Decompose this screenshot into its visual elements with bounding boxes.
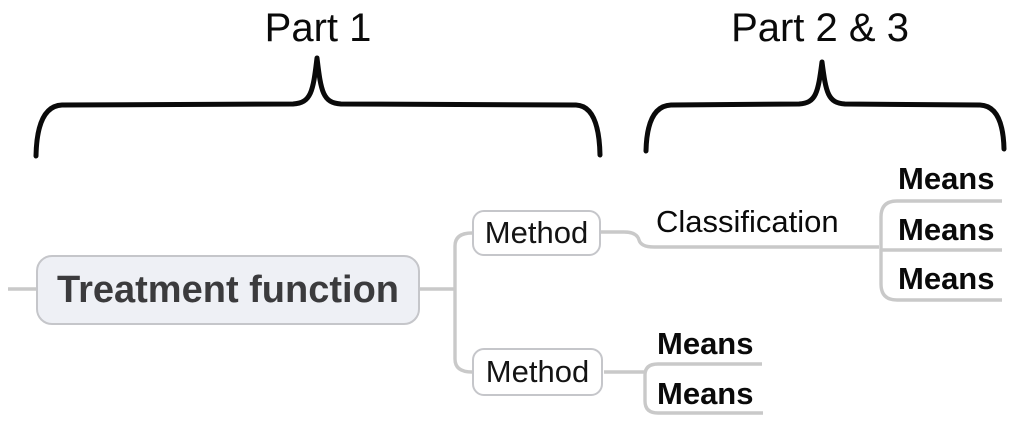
classification-means-item: Means [898,161,995,196]
method-bottom-label: Method [485,354,590,389]
method-node-bottom: Method [472,348,603,396]
method-bottom-means-bracket [604,362,763,415]
classification-means-item: Means [898,261,995,296]
part1-brace [33,55,603,159]
part23-brace [643,59,1007,154]
root-node-treatment-function: Treatment function [36,255,420,325]
root-node-label: Treatment function [56,268,400,311]
root-fork-connector [420,231,473,374]
method-node-top: Method [472,210,601,256]
part1-label: Part 1 [264,6,372,50]
method-top-label: Method [484,215,589,250]
part23-label: Part 2 & 3 [731,6,909,50]
method-bottom-means-item: Means [657,326,754,361]
classification-label: Classification [656,204,839,239]
classification-means-bracket [879,199,1002,302]
classification-connector [601,230,879,249]
method-bottom-means-item: Means [657,376,754,411]
classification-means-item: Means [898,212,995,247]
